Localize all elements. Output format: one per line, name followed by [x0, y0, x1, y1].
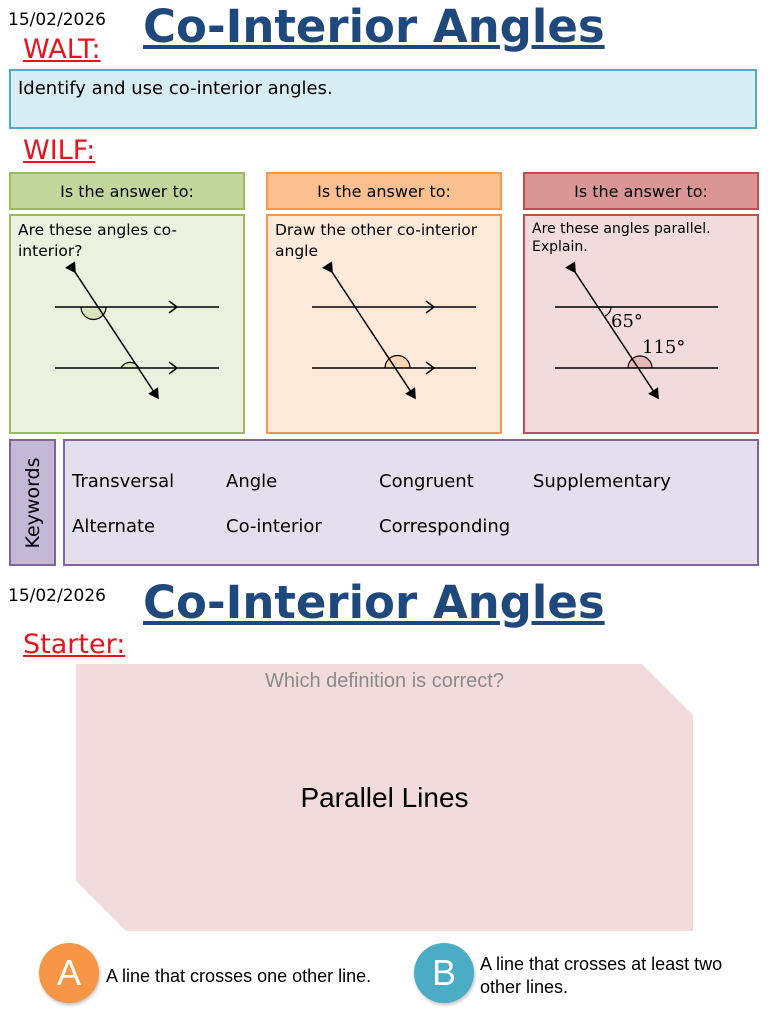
- starter-term: Parallel Lines: [300, 782, 469, 813]
- keyword: Corresponding: [379, 516, 511, 537]
- keyword: Congruent: [379, 471, 474, 492]
- option-b-text[interactable]: A line that crosses at least two other l…: [480, 954, 723, 997]
- parallel-lines-diagram: [312, 261, 476, 400]
- card-question: Draw the other co-interior angle: [275, 221, 478, 260]
- date: 15/02/2026: [8, 10, 106, 30]
- walt-text: Identify and use co-interior angles.: [18, 78, 333, 99]
- walt-label: WALT:: [23, 34, 101, 65]
- wilf-card-red: Are these angles parallel. Explain. 65° …: [523, 214, 759, 434]
- wilf-card-orange: Draw the other co-interior angle: [266, 214, 502, 434]
- angle-label: 115°: [642, 337, 685, 358]
- page-title: Co-Interior Angles: [143, 576, 605, 629]
- keywords-box: Transversal Angle Congruent Supplementar…: [63, 439, 759, 566]
- card-header: Is the answer to:: [9, 172, 245, 210]
- keyword: Angle: [226, 471, 278, 492]
- keyword: Transversal: [72, 471, 175, 492]
- keyword: Alternate: [72, 516, 156, 537]
- parallel-lines-diagram: [55, 261, 219, 400]
- starter-label: Starter:: [23, 629, 126, 660]
- keyword: Co-interior: [226, 516, 322, 537]
- keyword: Supplementary: [533, 471, 671, 492]
- angle-label: 65°: [611, 311, 643, 332]
- starter-question: Which definition is correct?: [265, 670, 504, 692]
- wilf-label: WILF:: [23, 135, 96, 166]
- wilf-card-green: Are these angles co-interior?: [9, 214, 245, 434]
- walt-box: Identify and use co-interior angles.: [9, 69, 757, 129]
- card-question: Are these angles co-interior?: [18, 221, 177, 260]
- option-b-button[interactable]: B: [414, 943, 474, 1003]
- date: 15/02/2026: [8, 586, 106, 606]
- card-question: Are these angles parallel. Explain.: [532, 221, 711, 255]
- option-a-text[interactable]: A line that crosses one other line.: [106, 966, 372, 986]
- keywords-side-panel: Keywords: [9, 439, 56, 566]
- page-title: Co-Interior Angles: [143, 0, 605, 53]
- angle-diagram: 65° 115°: [555, 261, 718, 400]
- starter-card-shape: [76, 664, 693, 931]
- card-header: Is the answer to:: [523, 172, 759, 210]
- option-a-button[interactable]: A: [39, 943, 99, 1003]
- keywords-label: Keywords: [21, 456, 44, 549]
- card-header: Is the answer to:: [266, 172, 502, 210]
